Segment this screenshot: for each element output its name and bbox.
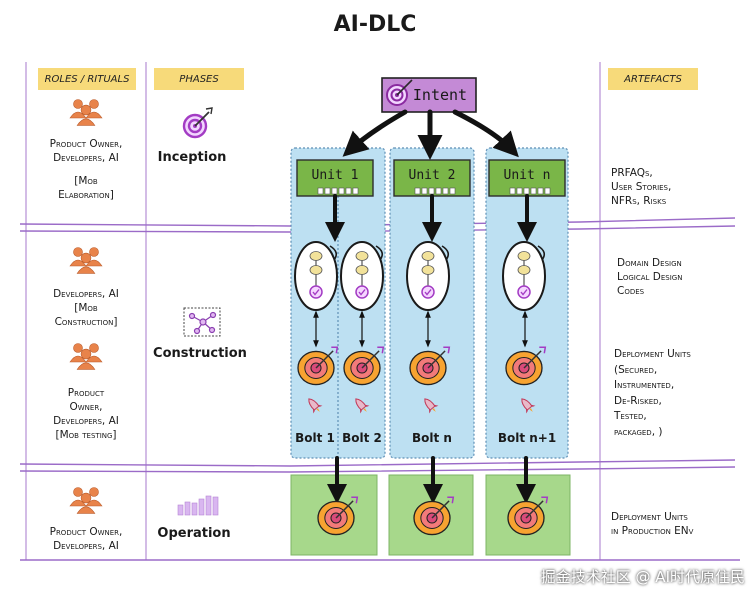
phase-construction: Construction	[153, 346, 247, 361]
unit-2-label: Unit 2	[408, 168, 456, 183]
target-icon	[505, 346, 547, 386]
target-icon	[317, 496, 359, 536]
roles-inception: Product Owner, Developers, AI [Mob Elabo…	[49, 138, 123, 201]
people-icons	[69, 99, 103, 514]
diagram-title: AI-DLC	[333, 12, 417, 37]
rocket-icon	[521, 398, 536, 414]
target-icon	[413, 496, 455, 536]
bolt-loop-icon	[340, 241, 384, 311]
bolt-loop-icon	[406, 241, 450, 311]
bolt-loops	[294, 241, 546, 311]
phase-inception: Inception	[157, 150, 227, 165]
target-icon	[507, 496, 549, 536]
unit-stickies	[317, 187, 551, 195]
operation-targets	[317, 496, 549, 536]
watermark: 掘金技术社区 @ AI时代原住民	[540, 568, 745, 586]
bolt-n-label: Bolt n	[412, 431, 452, 445]
people-icon	[69, 343, 103, 370]
artefacts-design: Domain Design Logical Design Codes	[617, 257, 683, 297]
people-icon	[69, 99, 103, 126]
intent-label: Intent	[412, 86, 468, 104]
operation-arrows	[327, 456, 536, 504]
header-phases: PHASES	[154, 68, 244, 90]
target-icon	[297, 346, 339, 386]
target-icon	[409, 346, 451, 386]
roles-construction-mob: Developers, AI [Mob Construction]	[53, 288, 119, 328]
phase-operation: Operation	[157, 526, 231, 541]
roles-construction-testing: Product Owner, Developers, AI [Mob testi…	[53, 387, 119, 441]
header-roles: ROLES / RITUALS	[38, 68, 136, 90]
operation-icon	[177, 495, 219, 516]
loop-target-arrows	[313, 310, 528, 348]
bolt-n1-label: Bolt n+1	[497, 431, 557, 445]
inception-icon	[182, 107, 213, 139]
people-icon	[69, 487, 103, 514]
artefacts-deployment: Deployment Units (Secured, Instrumented,…	[614, 348, 691, 438]
intent-box	[381, 77, 477, 113]
target-icon	[343, 346, 385, 386]
intent-arrows	[342, 109, 519, 160]
bolt-rockets	[308, 398, 536, 414]
unit-1-label: Unit 1	[311, 168, 359, 183]
column-frames	[25, 62, 601, 560]
construction-icon	[183, 307, 221, 337]
rocket-icon	[355, 398, 370, 414]
people-icon	[69, 247, 103, 274]
rocket-icon	[308, 398, 323, 414]
bolt-targets	[297, 346, 547, 386]
roles-operation: Product Owner, Developers, AI	[49, 526, 123, 552]
rocket-icon	[424, 398, 439, 414]
unit-arrows	[325, 194, 537, 242]
bolt-loop-icon	[502, 241, 546, 311]
header-artefacts: ARTEFACTS	[608, 68, 698, 90]
bolt-1-label: Bolt 1	[295, 431, 335, 445]
bolt-2-label: Bolt 2	[342, 431, 382, 445]
unit-n-label: Unit n	[503, 168, 551, 183]
artefacts-operation: Deployment Units in Production ENv	[611, 511, 694, 537]
bolt-loop-icon	[294, 241, 338, 311]
intent-target-icon	[386, 79, 413, 106]
artefacts-inception: PRFAQs, User Stories, NFRs, Risks	[611, 167, 672, 207]
